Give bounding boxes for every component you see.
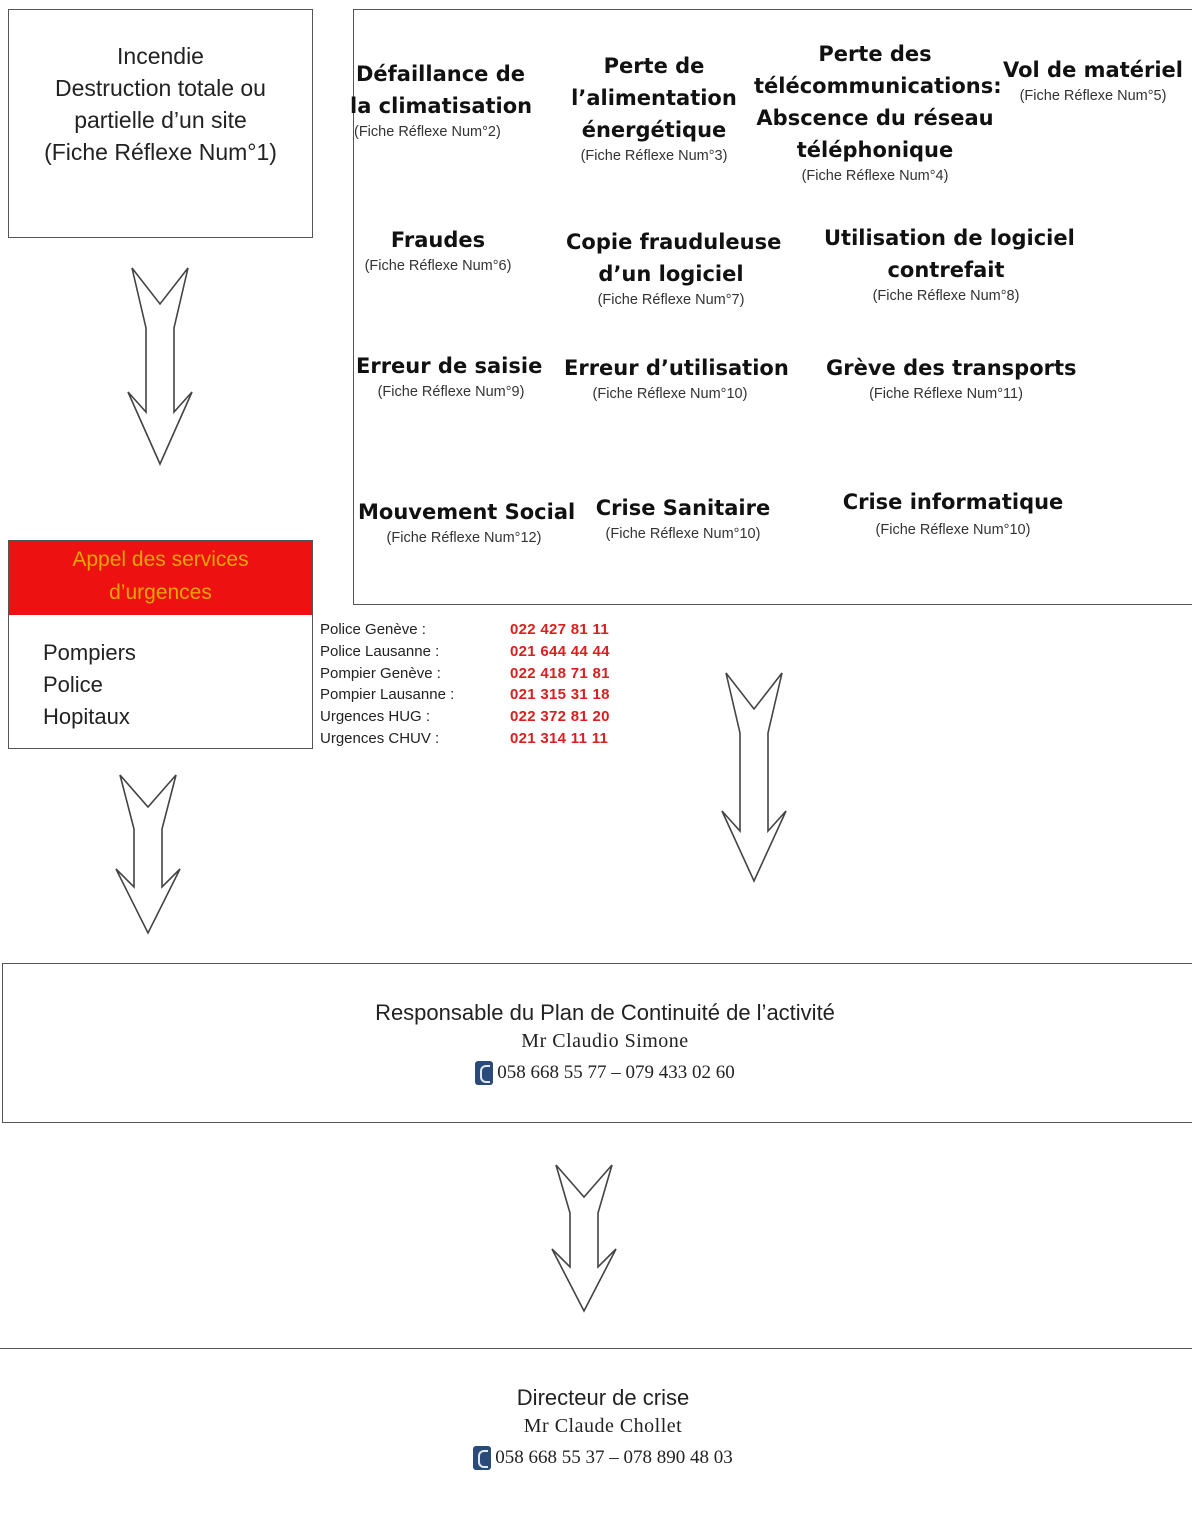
phone-label: Police Lausanne : bbox=[320, 642, 440, 660]
phone-number: 021 314 11 11 bbox=[510, 729, 609, 747]
directeur-name: Mr Claude Chollet bbox=[523, 1415, 683, 1437]
phone-row: Pompier Genève : 022 418 71 81 bbox=[320, 663, 610, 685]
directeur-phone: 058 668 55 37 – 078 890 48 03 bbox=[495, 1447, 733, 1468]
incident-alimentation: Perte de l’alimentation énergétique (Fic… bbox=[559, 50, 749, 164]
incident-title: Erreur d’utilisation bbox=[564, 356, 789, 380]
incendie-line: Destruction totale ou bbox=[55, 75, 266, 101]
responsable-pca-box: Responsable du Plan de Continuité de l’a… bbox=[2, 963, 1192, 1123]
phone-number: 022 427 81 11 bbox=[510, 621, 609, 638]
incident-title: Grève des transports bbox=[826, 356, 1077, 380]
incident-ref: (Fiche Réflexe Num°10) bbox=[875, 522, 1031, 538]
incident-title: l’alimentation bbox=[571, 86, 737, 110]
incident-climatisation: Défaillance de la climatisation (Fiche R… bbox=[350, 58, 533, 140]
phone-row: Police Genève : 022 427 81 11 bbox=[320, 619, 610, 641]
service-item: Police bbox=[43, 672, 103, 697]
incident-title: Défaillance de bbox=[356, 62, 525, 86]
phone-number: 021 644 44 44 bbox=[510, 642, 610, 660]
incident-ref: (Fiche Réflexe Num°10) bbox=[592, 386, 748, 402]
incendie-box: Incendie Destruction totale ou partielle… bbox=[8, 9, 313, 238]
incident-crise-sanitaire: Crise Sanitaire (Fiche Réflexe Num°10) bbox=[590, 492, 776, 542]
incident-erreur-saisie: Erreur de saisie (Fiche Réflexe Num°9) bbox=[356, 350, 543, 400]
phone-row: Police Lausanne : 021 644 44 44 bbox=[320, 641, 610, 663]
incident-fraudes: Fraudes (Fiche Réflexe Num°6) bbox=[358, 224, 518, 274]
responsable-phone: 058 668 55 77 – 079 433 02 60 bbox=[497, 1062, 735, 1083]
incident-telecommunications: Perte des télécommunications: Abscence d… bbox=[754, 38, 1002, 184]
incident-title: d’un logiciel bbox=[598, 262, 744, 286]
incident-copie-frauduleuse: Copie frauduleuse d’un logiciel (Fiche R… bbox=[566, 226, 782, 308]
incident-title: la climatisation bbox=[350, 94, 533, 118]
emergency-services-box: Appel des services d’urgences Pompiers P… bbox=[8, 540, 313, 749]
incident-logiciel-contrefait: Utilisation de logiciel contrefait (Fich… bbox=[824, 222, 1075, 304]
emergency-phone-list: Police Genève : 022 427 81 11 Police Lau… bbox=[320, 619, 610, 750]
phone-label: Pompier Genève : bbox=[320, 664, 441, 682]
emergency-header-line: d’urgences bbox=[109, 581, 212, 604]
incident-title: Perte de bbox=[603, 54, 705, 78]
incident-ref: (Fiche Réflexe Num°5) bbox=[1019, 88, 1167, 104]
directeur-role: Directeur de crise bbox=[516, 1385, 690, 1410]
incident-ref: (Fiche Réflexe Num°6) bbox=[364, 258, 512, 274]
incident-title: Vol de matériel bbox=[1003, 58, 1183, 82]
phone-number: 022 418 71 81 bbox=[510, 664, 610, 682]
incident-title: contrefait bbox=[887, 258, 1005, 282]
phone-label: Pompier Lausanne : bbox=[320, 686, 455, 704]
incident-ref: (Fiche Réflexe Num°11) bbox=[869, 386, 1023, 402]
incident-title: télécommunications: bbox=[754, 74, 1002, 98]
directeur-crise-box: Directeur de crise Mr Claude Chollet 058… bbox=[0, 1348, 1192, 1518]
phone-row: Urgences CHUV : 021 314 11 11 bbox=[320, 728, 610, 750]
responsable-phone-row: 058 668 55 77 – 079 433 02 60 bbox=[3, 1061, 1192, 1090]
down-arrow-icon bbox=[115, 774, 181, 935]
incident-ref: (Fiche Réflexe Num°2) bbox=[354, 124, 501, 140]
incidents-box: Défaillance de la climatisation (Fiche R… bbox=[350, 9, 1192, 605]
incident-title: Fraudes bbox=[390, 228, 486, 252]
incident-title: Utilisation de logiciel bbox=[824, 226, 1075, 250]
incident-ref: (Fiche Réflexe Num°4) bbox=[801, 168, 949, 184]
incident-title: Mouvement Social bbox=[358, 500, 576, 524]
incident-ref: (Fiche Réflexe Num°8) bbox=[872, 288, 1020, 304]
incident-vol-materiel: Vol de matériel (Fiche Réflexe Num°5) bbox=[1002, 54, 1184, 104]
emergency-header: Appel des services d’urgences bbox=[9, 541, 312, 615]
down-arrow-icon bbox=[551, 1164, 617, 1313]
incendie-line: (Fiche Réflexe Num°1) bbox=[44, 139, 277, 165]
incident-title: Copie frauduleuse bbox=[566, 230, 782, 254]
phone-icon bbox=[473, 1446, 492, 1470]
responsable-name: Mr Claudio Simone bbox=[521, 1030, 689, 1052]
incident-ref: (Fiche Réflexe Num°12) bbox=[386, 530, 542, 546]
down-arrow-icon bbox=[721, 672, 787, 883]
incident-title: Abscence du réseau bbox=[756, 106, 994, 130]
incident-title: énergétique bbox=[581, 118, 727, 142]
emergency-header-line: Appel des services bbox=[72, 548, 249, 571]
phone-icon bbox=[475, 1061, 494, 1085]
incendie-line: Incendie bbox=[117, 43, 204, 69]
incident-ref: (Fiche Réflexe Num°9) bbox=[377, 384, 525, 400]
down-arrow-icon bbox=[127, 267, 193, 466]
incendie-line: partielle d’un site bbox=[74, 107, 247, 133]
incident-ref: (Fiche Réflexe Num°7) bbox=[597, 292, 745, 308]
emergency-services-list: Pompiers Police Hopitaux bbox=[43, 637, 136, 733]
service-item: Pompiers bbox=[43, 640, 136, 665]
incident-mouvement-social: Mouvement Social (Fiche Réflexe Num°12) bbox=[358, 496, 576, 546]
incident-ref: (Fiche Réflexe Num°10) bbox=[605, 526, 761, 542]
phone-row: Urgences HUG : 022 372 81 20 bbox=[320, 706, 610, 728]
service-item: Hopitaux bbox=[43, 704, 130, 729]
incident-title: téléphonique bbox=[796, 138, 954, 162]
phone-row: Pompier Lausanne : 021 315 31 18 bbox=[320, 684, 610, 706]
directeur-phone-row: 058 668 55 37 – 078 890 48 03 bbox=[0, 1446, 1192, 1475]
incident-title: Crise Sanitaire bbox=[595, 496, 771, 520]
incident-crise-informatique: Crise informatique (Fiche Réflexe Num°10… bbox=[842, 486, 1064, 538]
phone-label: Urgences HUG : bbox=[320, 708, 431, 726]
incident-ref: (Fiche Réflexe Num°3) bbox=[580, 148, 728, 164]
phone-number: 022 372 81 20 bbox=[510, 708, 610, 726]
incident-title: Crise informatique bbox=[842, 490, 1064, 514]
incident-erreur-utilisation: Erreur d’utilisation (Fiche Réflexe Num°… bbox=[564, 352, 789, 402]
responsable-role: Responsable du Plan de Continuité de l’a… bbox=[375, 1000, 835, 1025]
phone-label: Police Genève : bbox=[320, 621, 426, 638]
incident-title: Erreur de saisie bbox=[356, 354, 543, 378]
incident-greve-transports: Grève des transports (Fiche Réflexe Num°… bbox=[826, 352, 1077, 402]
incident-title: Perte des bbox=[818, 42, 932, 66]
phone-label: Urgences CHUV : bbox=[320, 729, 440, 747]
phone-number: 021 315 31 18 bbox=[510, 686, 610, 704]
